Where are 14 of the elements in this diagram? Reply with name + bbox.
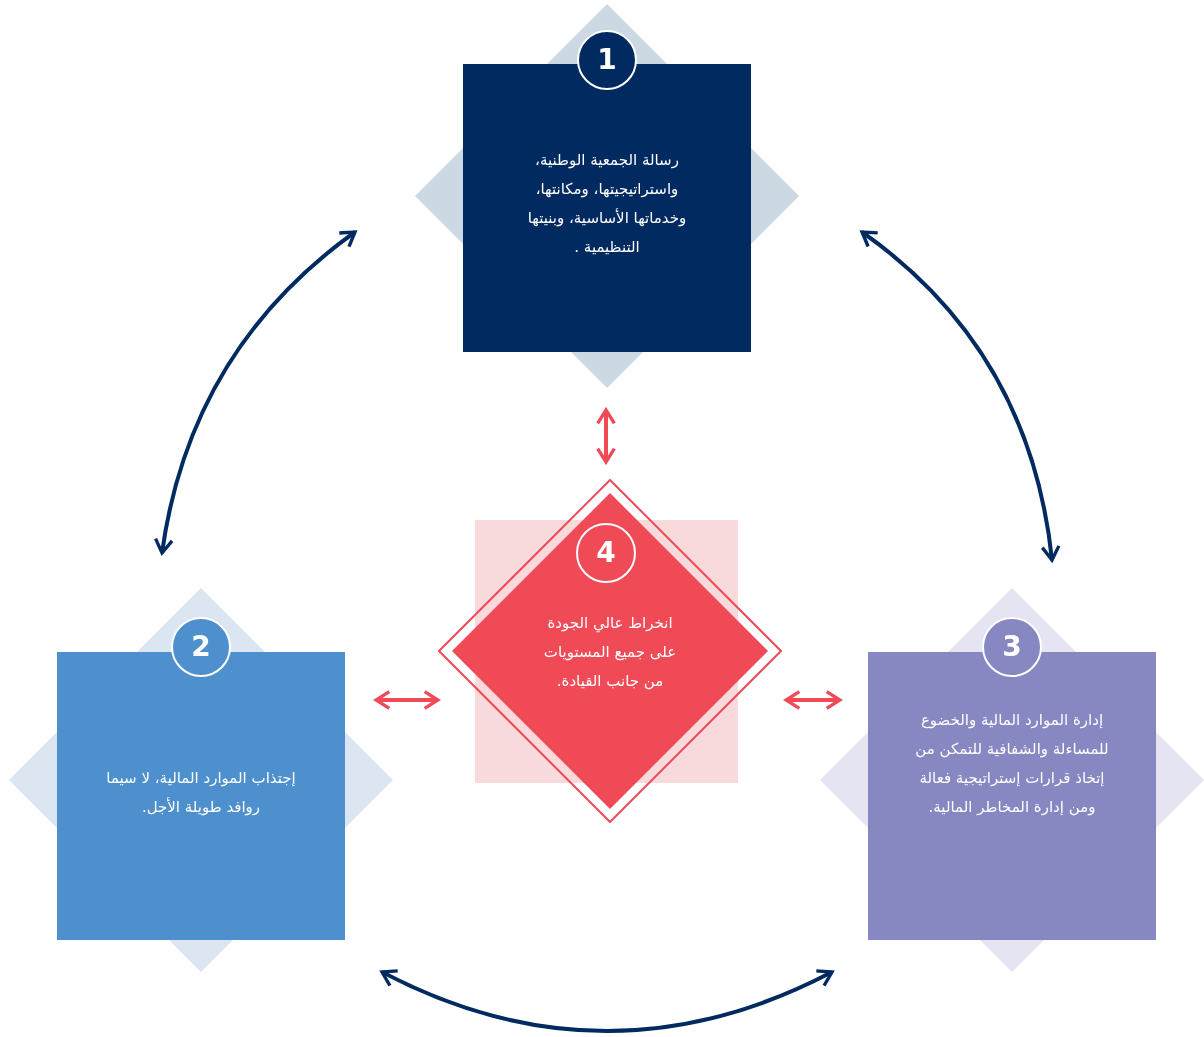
- double-arrow: [596, 408, 616, 464]
- step-number: 1: [577, 30, 637, 90]
- double-arrow: [374, 690, 440, 710]
- double-arrow: [860, 230, 1061, 562]
- double-arrow: [154, 230, 357, 555]
- double-arrow: [784, 690, 842, 710]
- description-text: رسالة الجمعية الوطنية، واستراتيجيتها، ومكانتها، وخدماتها الأساسية، وبنيتها التنظيمية .: [526, 150, 688, 258]
- description-text: إجتذاب الموارد المالية، لا سيما روافد طويلة الأجل.: [105, 768, 297, 818]
- step-number: 3: [982, 617, 1042, 677]
- double-arrow: [380, 968, 834, 1033]
- step-number: 2: [171, 617, 231, 677]
- description-text: انخراط عالي الجودة على جميع المستويات من جانب القيادة.: [542, 613, 678, 692]
- diamond-box: [438, 479, 782, 823]
- description-text: إدارة الموارد المالية والخضوع للمساءلة والشفافية للتمكن من إتخاذ قرارات إستراتيجية فعالة ومن إدارة المخاطر المالية.: [914, 710, 1110, 818]
